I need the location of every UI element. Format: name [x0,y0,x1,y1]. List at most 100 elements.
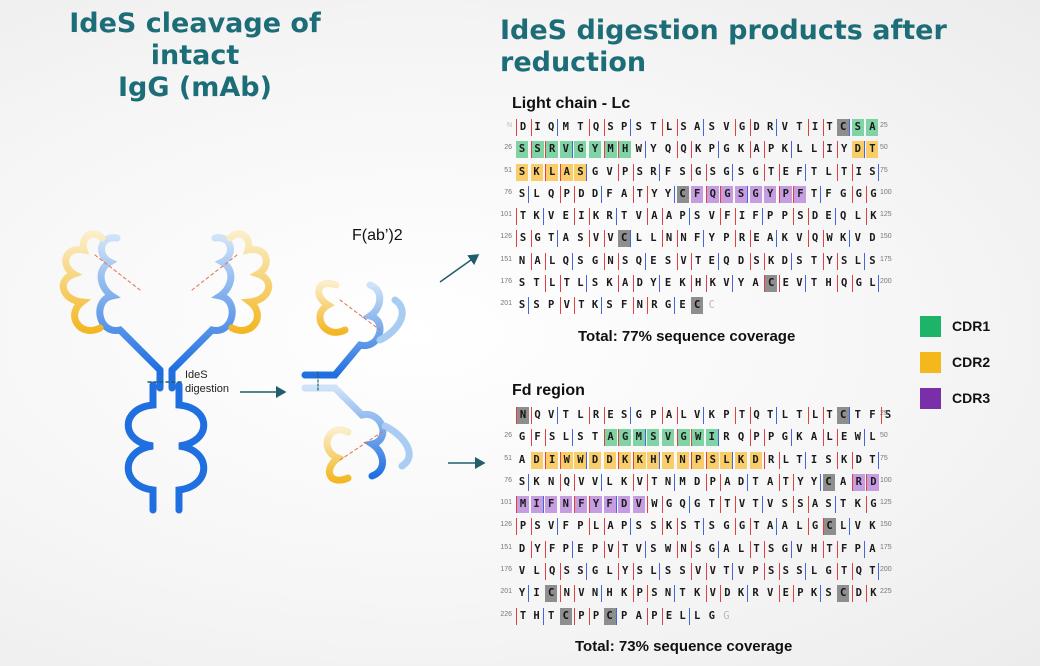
legend-swatch-cdr1 [920,316,941,337]
residue: A [723,542,730,555]
residue: F [574,496,588,514]
residue: F [793,163,807,181]
row-end-number: 175 [880,543,892,551]
residue: T [679,587,686,600]
residue: Y [618,563,631,581]
residue: S [577,232,584,245]
residue: L [606,475,613,488]
residue: L [852,252,865,270]
residue: G [618,429,632,447]
residue: D [574,185,587,203]
residue: Q [589,119,602,136]
residue: V [589,230,602,248]
residue: T [618,540,631,558]
residue: T [545,230,559,248]
residue: S [577,254,584,267]
residue: M [562,121,569,133]
row-end-number: 25 [880,122,888,129]
residue: S [778,563,792,581]
residue: K [530,163,543,181]
row-start-number: 51 [504,454,512,462]
residue: P [691,451,705,469]
legend-swatch-cdr3 [920,388,941,409]
residue: L [720,451,734,469]
residue: G [851,185,865,203]
residue: C [691,297,704,315]
residue: T [822,540,836,558]
residue: L [810,565,818,578]
residue: N [559,585,573,603]
residue: L [810,143,818,156]
residue: T [810,165,818,178]
residue: Y [764,185,777,203]
residue: T [735,407,748,424]
row-end-number: 125 [880,211,892,219]
row-end-number: 100 [880,476,892,484]
residue: A [767,475,774,488]
residue: P [705,473,719,491]
residue: L [837,518,851,536]
residue: S [764,563,777,581]
residue: E [577,542,584,555]
residue: P [752,565,759,578]
residue: V [635,210,642,223]
residue: Y [708,232,715,245]
fd-region-label: Fd region [512,382,585,399]
residue: T [621,210,628,223]
residue: A [764,518,778,536]
residue: F [837,540,850,558]
residue: K [705,275,719,293]
residue: S [825,587,832,600]
row-start-number: 151 [500,543,512,551]
residue: T [764,163,777,181]
residue: K [589,208,602,226]
residue: G [694,498,701,511]
residue: Q [664,143,672,156]
residue: A [810,431,818,444]
residue: V [735,496,748,514]
residue: T [749,540,763,558]
residue: F [869,409,876,421]
residue: D [851,451,865,469]
row-start-number: 26 [504,144,512,152]
residue: F [530,429,544,447]
row-start-number: 201 [500,300,512,308]
row-start-number: 76 [504,188,512,196]
row-start-number: 226 [500,610,512,618]
residue: T [720,563,734,581]
residue: L [533,565,540,578]
residue: S [647,429,660,447]
residue: V [723,121,730,133]
digestion-label-line2: digestion [185,383,229,395]
residue: K [632,451,646,469]
residue: N [548,475,555,488]
residue: A [562,232,569,245]
residue: C [676,185,689,203]
row-end-number: 150 [880,233,892,241]
residue: P [767,210,774,223]
residue: T [822,119,836,136]
residue: Q [840,210,847,223]
residue: K [621,587,628,600]
intact-igg [59,230,273,514]
row-start-number: 176 [500,278,512,286]
residue: V [796,232,803,245]
residue: T [591,431,599,444]
residue: I [822,141,836,159]
row-end-number: 125 [880,499,892,507]
residue: D [720,585,733,603]
left-title-line1: IdeS cleavage of intact [69,8,321,71]
residue: Q [837,275,850,293]
residue: S [796,254,803,267]
residue: P [764,429,777,447]
residue: S [837,252,850,270]
residue: A [749,141,763,159]
residue: R [851,473,865,491]
residue: T [720,496,733,514]
residue: C [822,518,836,536]
residue: G [720,163,734,181]
